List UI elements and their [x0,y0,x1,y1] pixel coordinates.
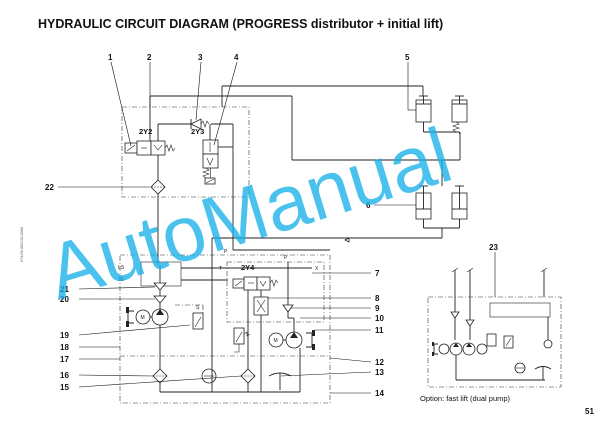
callout-2: 2 [147,53,152,62]
valve-2y4-label: 2Y4 [241,263,255,272]
option-caption: Option: fast lift (dual pump) [420,394,511,403]
callout-16: 16 [60,371,69,380]
filter-15 [240,368,256,384]
motor-10-symbol: M [274,338,278,344]
callout-13: 13 [375,368,384,377]
side-document-code: 074/09-000110-0060 [20,227,24,262]
diagram-title: HYDRAULIC CIRCUIT DIAGRAM (PROGRESS dist… [38,17,443,31]
port-t-label: T [219,266,222,272]
port-p2-label: P [284,255,288,261]
callout-11: 11 [375,326,384,335]
port-x-label: X [315,266,319,272]
callout-1: 1 [108,53,113,62]
callout-23: 23 [489,243,498,252]
distributor-subblock-outline [226,261,325,323]
fast-lift-option-diagram [427,267,562,388]
callout-7: 7 [375,269,380,278]
relief-valve-left [175,304,204,330]
page-number: 51 [585,407,594,416]
solenoid-valve-2y4 [232,276,279,291]
check-valve-9 [282,304,294,313]
filter-22 [150,179,166,195]
port-3b-label: 3B [118,277,125,283]
main-piping [149,85,461,255]
lower-block-outline [119,254,331,404]
port-ls-label: LS [118,265,125,271]
callout-8: 8 [375,294,380,303]
callout-12: 12 [375,358,384,367]
option-block-outline [427,296,562,388]
lift-cylinders-6 [415,185,468,229]
callout-19: 19 [60,331,69,340]
upper-valve-block: 2Y2 2Y3 [121,106,250,265]
callout-4: 4 [234,53,239,62]
valve-2y3-label: 2Y3 [191,127,204,136]
callout-3: 3 [198,53,203,62]
gauge [201,368,217,384]
upper-valve-block-outline [121,106,250,198]
lower-power-unit: LS 3B P P T S X 2Y4 M [118,249,331,404]
callout-20: 20 [60,295,69,304]
port-p-label: P [224,249,228,255]
leader-lines [58,61,496,394]
callout-6: 6 [366,201,371,210]
callout-17: 17 [60,355,69,364]
callout-22: 22 [45,183,54,192]
callout-18: 18 [60,343,69,352]
solenoid-valve-2y3 [202,139,219,185]
port-s-label: S [196,305,200,311]
callout-numbers: 1 2 3 4 5 6 7 8 9 10 11 12 13 14 15 16 1… [45,53,498,398]
solenoid-valve-2y2 [124,140,176,156]
check-valve-20 [153,295,167,304]
pump-motor-10: M [268,318,303,349]
callout-5: 5 [405,53,410,62]
lift-cylinders-5 [415,95,468,134]
motor-bracket-11 [306,330,315,350]
pump-motor-19: M [126,307,169,327]
flow-control-8 [253,296,269,316]
relief-valve-12 [233,327,251,353]
motor-19-symbol: M [141,315,145,321]
tank-13 [268,372,292,390]
callout-9: 9 [375,304,380,313]
valve-2y2-label: 2Y2 [139,127,152,136]
callout-10: 10 [375,314,384,323]
callout-21: 21 [60,285,69,294]
callout-15: 15 [60,383,69,392]
callout-14: 14 [375,389,384,398]
